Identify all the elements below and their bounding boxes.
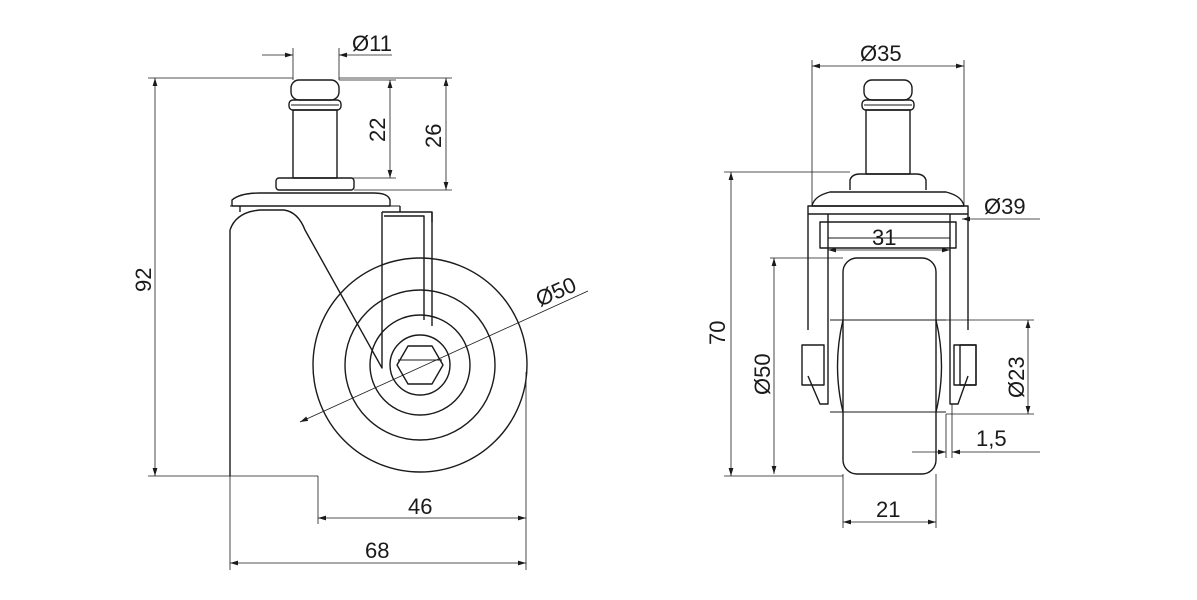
dim-stem-length-label: 22 bbox=[365, 118, 390, 142]
side-stem bbox=[275, 79, 355, 191]
dim-axle-offset: 46 bbox=[317, 372, 527, 524]
dim-wheel-width-label: 21 bbox=[876, 497, 900, 522]
front-view: Ø35 Ø39 31 70 Ø50 Ø2 bbox=[705, 41, 1040, 528]
dim-stem-total-height-label: 26 bbox=[421, 124, 446, 148]
front-cap bbox=[807, 191, 969, 215]
side-top-plate bbox=[230, 192, 400, 212]
dim-front-wheel-diameter-label: Ø50 bbox=[750, 353, 775, 395]
dim-swivel-radius-label: 68 bbox=[365, 538, 389, 563]
dim-stem-total-height: 26 bbox=[339, 77, 452, 191]
dim-hub-diameter: Ø23 bbox=[936, 319, 1034, 415]
dim-stem-diameter-label: Ø11 bbox=[352, 31, 392, 56]
dim-axle-offset-label: 46 bbox=[408, 494, 432, 519]
dim-swivel-radius: 68 bbox=[229, 476, 527, 570]
side-fork bbox=[229, 206, 433, 476]
dim-mounting-height-label: 70 bbox=[705, 321, 730, 345]
dim-stem-diameter: Ø11 bbox=[262, 31, 392, 80]
front-stem bbox=[849, 79, 927, 190]
dim-stem-length: 22 bbox=[339, 79, 396, 179]
dim-hub-offset: 1,5 bbox=[912, 404, 1040, 458]
dim-front-wheel-diameter: Ø50 bbox=[750, 257, 843, 474]
dim-plate-diameter: Ø35 bbox=[811, 41, 965, 206]
dim-overall-height: 92 bbox=[131, 77, 318, 477]
dim-hub-offset-label: 1,5 bbox=[976, 426, 1007, 451]
dim-top-cap-diameter-label: Ø39 bbox=[984, 194, 1026, 219]
front-wheel bbox=[836, 257, 943, 475]
side-wheel bbox=[312, 257, 528, 473]
dim-plate-diameter-label: Ø35 bbox=[860, 41, 902, 66]
dim-fork-inner-width: 31 bbox=[828, 225, 950, 253]
dim-overall-height-label: 92 bbox=[131, 268, 156, 292]
side-view: Ø11 22 26 92 Ø50 bbox=[131, 31, 589, 570]
dim-mounting-height: 70 bbox=[705, 171, 850, 477]
dim-wheel-width: 21 bbox=[842, 474, 937, 528]
dim-top-cap-diameter: Ø39 bbox=[962, 194, 1040, 222]
dim-fork-inner-width-label: 31 bbox=[872, 225, 896, 250]
dim-hub-diameter-label: Ø23 bbox=[1004, 356, 1029, 398]
